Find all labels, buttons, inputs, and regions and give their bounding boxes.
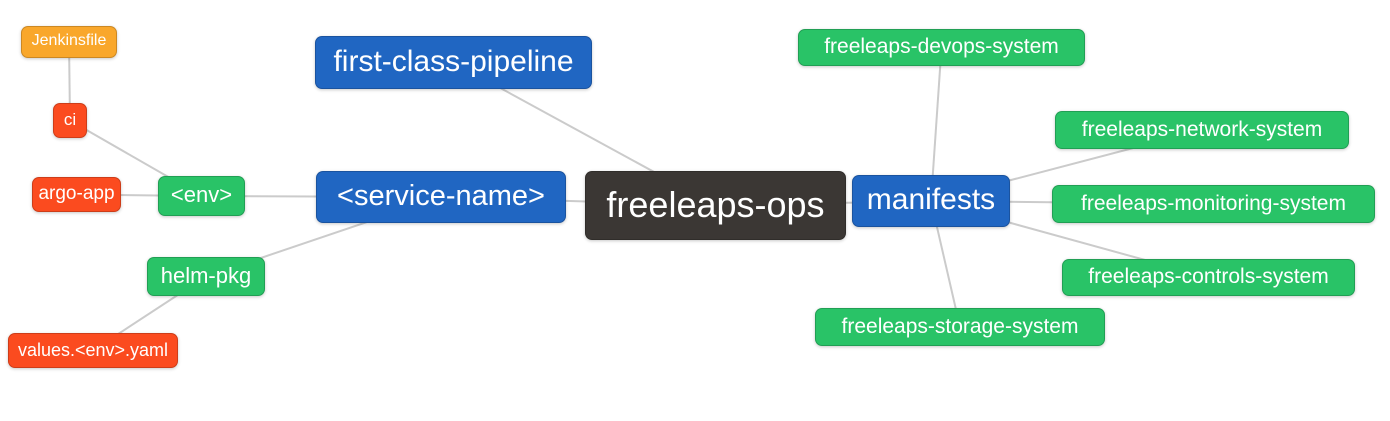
node-network-system[interactable]: freeleaps-network-system xyxy=(1055,111,1349,149)
node-storage-system[interactable]: freeleaps-storage-system xyxy=(815,308,1105,346)
node-manifests[interactable]: manifests xyxy=(852,175,1010,227)
node-ci[interactable]: ci xyxy=(53,103,87,138)
node-controls-system[interactable]: freeleaps-controls-system xyxy=(1062,259,1355,296)
node-monitoring-system[interactable]: freeleaps-monitoring-system xyxy=(1052,185,1375,223)
node-devops-system[interactable]: freeleaps-devops-system xyxy=(798,29,1085,66)
node-freeleaps-ops[interactable]: freeleaps-ops xyxy=(585,171,846,240)
node-env[interactable]: <env> xyxy=(158,176,245,216)
node-service-name[interactable]: <service-name> xyxy=(316,171,566,223)
node-first-class-pipeline[interactable]: first-class-pipeline xyxy=(315,36,592,89)
node-jenkinsfile[interactable]: Jenkinsfile xyxy=(21,26,117,58)
node-values-env-yaml[interactable]: values.<env>.yaml xyxy=(8,333,178,368)
node-argo-app[interactable]: argo-app xyxy=(32,177,121,212)
node-helm-pkg[interactable]: helm-pkg xyxy=(147,257,265,296)
